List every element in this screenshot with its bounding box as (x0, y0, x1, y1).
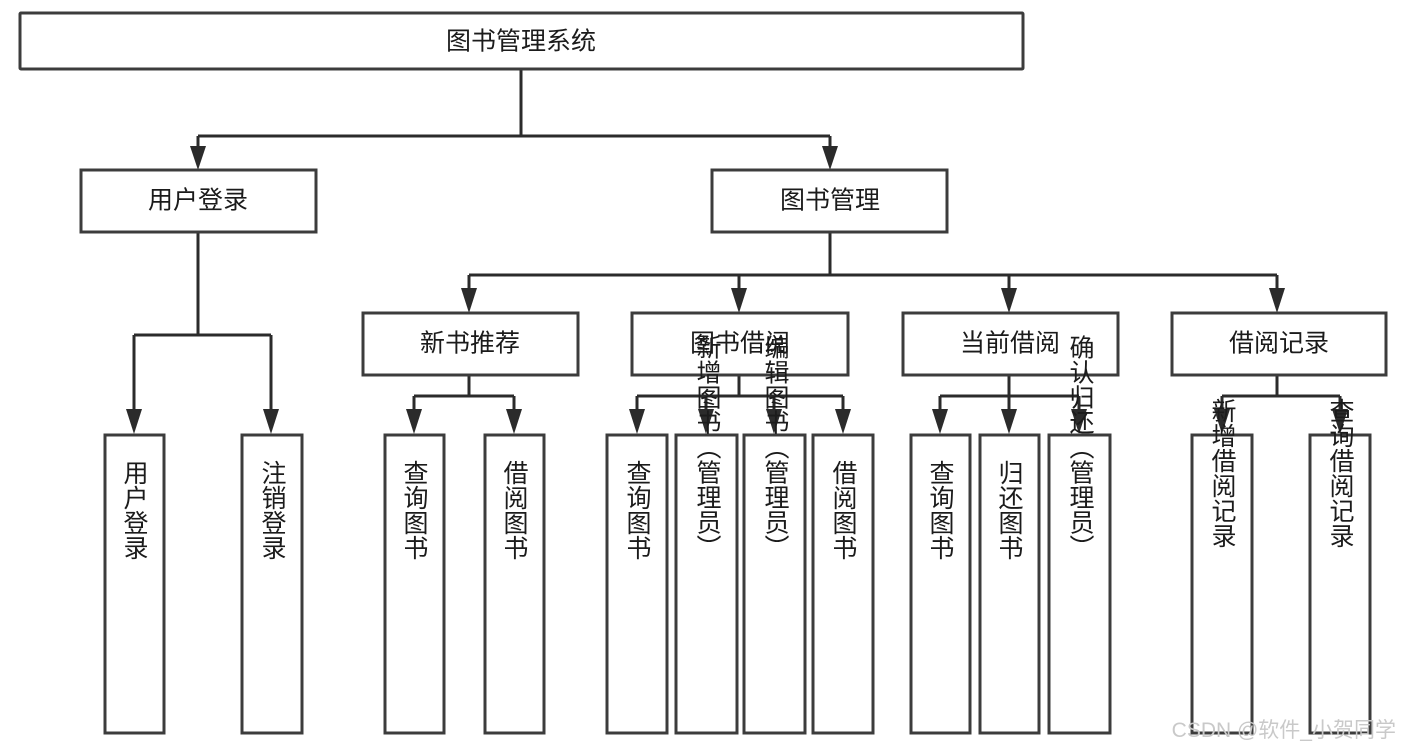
leaf-bookborrow-edit-book-box[interactable] (742, 433, 807, 735)
node-borrow-record-box[interactable] (1170, 311, 1388, 377)
node-current-borrow[interactable]: 当前借阅 (901, 311, 1120, 377)
leaf-user-login-signin-label: 用户登录 (120, 460, 149, 560)
node-borrow-record-label: 借阅记录 (1229, 330, 1329, 358)
arrow-head-bookborrow-leaf-3 (766, 409, 782, 434)
leaf-currentborrow-return-book-box[interactable] (978, 433, 1041, 735)
leaf-currentborrow-confirm-return-box[interactable] (1047, 433, 1112, 735)
leaf-bookborrow-query-book-label: 查询图书 (623, 460, 652, 560)
leaf-bookborrow-edit-book[interactable]: 编辑图书（管理员） (742, 335, 807, 735)
node-book-borrow-box[interactable] (630, 311, 850, 377)
arrow-head-leaf-user-login (126, 409, 142, 434)
leaf-user-login-logout-box[interactable] (240, 433, 304, 735)
leaf-currentborrow-confirm-return[interactable]: 确认归还（管理员） (1047, 335, 1112, 735)
leaf-user-login-logout-label: 注销登录 (258, 460, 287, 560)
leaf-currentborrow-return-book[interactable]: 归还图书 (978, 433, 1041, 735)
leaf-bookborrow-query-book-box[interactable] (605, 433, 669, 735)
leaf-newbook-query-book-box[interactable] (383, 433, 446, 735)
leaf-currentborrow-confirm-return-label: 确认归还（管理员） (1066, 335, 1095, 560)
arrow-head-borrowrecord-leaf-2 (1332, 409, 1348, 434)
leaf-user-login-signin[interactable]: 用户登录 (103, 433, 166, 735)
leaf-bookborrow-add-book[interactable]: 新增图书（管理员） (674, 335, 739, 735)
arrow-head-borrowrecord-leaf-1 (1214, 409, 1230, 434)
node-borrow-record[interactable]: 借阅记录 (1170, 311, 1388, 377)
leaf-newbook-borrow-book-box[interactable] (483, 433, 546, 735)
leaf-user-login-logout[interactable]: 注销登录 (240, 433, 304, 735)
leaf-newbook-borrow-book[interactable]: 借阅图书 (483, 433, 546, 735)
node-new-book-recommend-box[interactable] (361, 311, 580, 377)
node-book-management-label: 图书管理 (780, 187, 880, 215)
leaf-newbook-query-book[interactable]: 查询图书 (383, 433, 446, 735)
arrow-head-bookborrow-leaf-2 (698, 409, 714, 434)
leaf-bookborrow-query-book[interactable]: 查询图书 (605, 433, 669, 735)
leaf-currentborrow-query-book-box[interactable] (909, 433, 972, 735)
leaf-borrowrecord-query-record-box[interactable] (1308, 433, 1372, 735)
leaf-borrowrecord-query-record-label: 查询借阅记录 (1326, 398, 1355, 548)
node-book-borrow[interactable]: 图书借阅 (630, 311, 850, 377)
node-current-borrow-label: 当前借阅 (960, 330, 1060, 358)
node-user-login-box[interactable] (79, 168, 318, 234)
arrow-head-new-book (461, 288, 477, 313)
leaf-user-login-signin-box[interactable] (103, 433, 166, 735)
arrow-head-newbook-leaf-2 (506, 409, 522, 434)
arrow-head-currentborrow-leaf-1 (932, 409, 948, 434)
arrow-head-current-borrow (1001, 288, 1017, 313)
leaf-bookborrow-add-book-label: 新增图书（管理员） (693, 335, 722, 560)
arrow-head-book-mgmt (822, 146, 838, 170)
leaf-currentborrow-return-book-label: 归还图书 (995, 460, 1024, 560)
arrow-head-currentborrow-leaf-3 (1071, 409, 1087, 434)
node-new-book-recommend[interactable]: 新书推荐 (361, 311, 580, 377)
arrow-head-leaf-logout (263, 409, 279, 434)
leaf-bookborrow-borrow-book[interactable]: 借阅图书 (811, 433, 875, 735)
node-user-login[interactable]: 用户登录 (79, 168, 318, 234)
leaf-bookborrow-borrow-book-box[interactable] (811, 433, 875, 735)
node-root-system[interactable]: 图书管理系统 (18, 11, 1025, 71)
arrow-head-bookborrow-leaf-4 (835, 409, 851, 434)
arrow-head-user-login (190, 146, 206, 170)
leaf-bookborrow-edit-book-label: 编辑图书（管理员） (761, 335, 790, 560)
csdn-watermark: CSDN @软件_小贺同学 (1172, 719, 1396, 742)
leaf-currentborrow-query-book-label: 查询图书 (926, 460, 955, 560)
leaf-currentborrow-query-book[interactable]: 查询图书 (909, 433, 972, 735)
leaf-bookborrow-borrow-book-label: 借阅图书 (829, 460, 858, 560)
node-root-system-box[interactable] (18, 11, 1025, 71)
node-current-borrow-box[interactable] (901, 311, 1120, 377)
arrow-head-borrow-record (1269, 288, 1285, 313)
arrow-head-currentborrow-leaf-2 (1001, 409, 1017, 434)
leaf-bookborrow-add-book-box[interactable] (674, 433, 739, 735)
node-user-login-label: 用户登录 (148, 187, 248, 215)
connector-layer (126, 69, 1348, 434)
node-book-management[interactable]: 图书管理 (710, 168, 949, 234)
node-new-book-recommend-label: 新书推荐 (420, 330, 520, 358)
leaf-newbook-query-book-label: 查询图书 (400, 460, 429, 560)
leaf-borrowrecord-add-record-box[interactable] (1190, 433, 1254, 735)
arrow-head-bookborrow-leaf-1 (629, 409, 645, 434)
node-book-borrow-label: 图书借阅 (690, 330, 790, 358)
arrow-head-newbook-leaf-1 (406, 409, 422, 434)
arrow-head-book-borrow (731, 288, 747, 313)
leaf-borrowrecord-query-record[interactable]: 查询借阅记录 (1308, 398, 1372, 735)
leaf-borrowrecord-add-record[interactable]: 新增借阅记录 (1190, 398, 1254, 735)
node-book-management-box[interactable] (710, 168, 949, 234)
node-root-system-label: 图书管理系统 (446, 28, 596, 56)
leaf-borrowrecord-add-record-label: 新增借阅记录 (1208, 398, 1237, 548)
leaf-newbook-borrow-book-label: 借阅图书 (500, 460, 529, 560)
